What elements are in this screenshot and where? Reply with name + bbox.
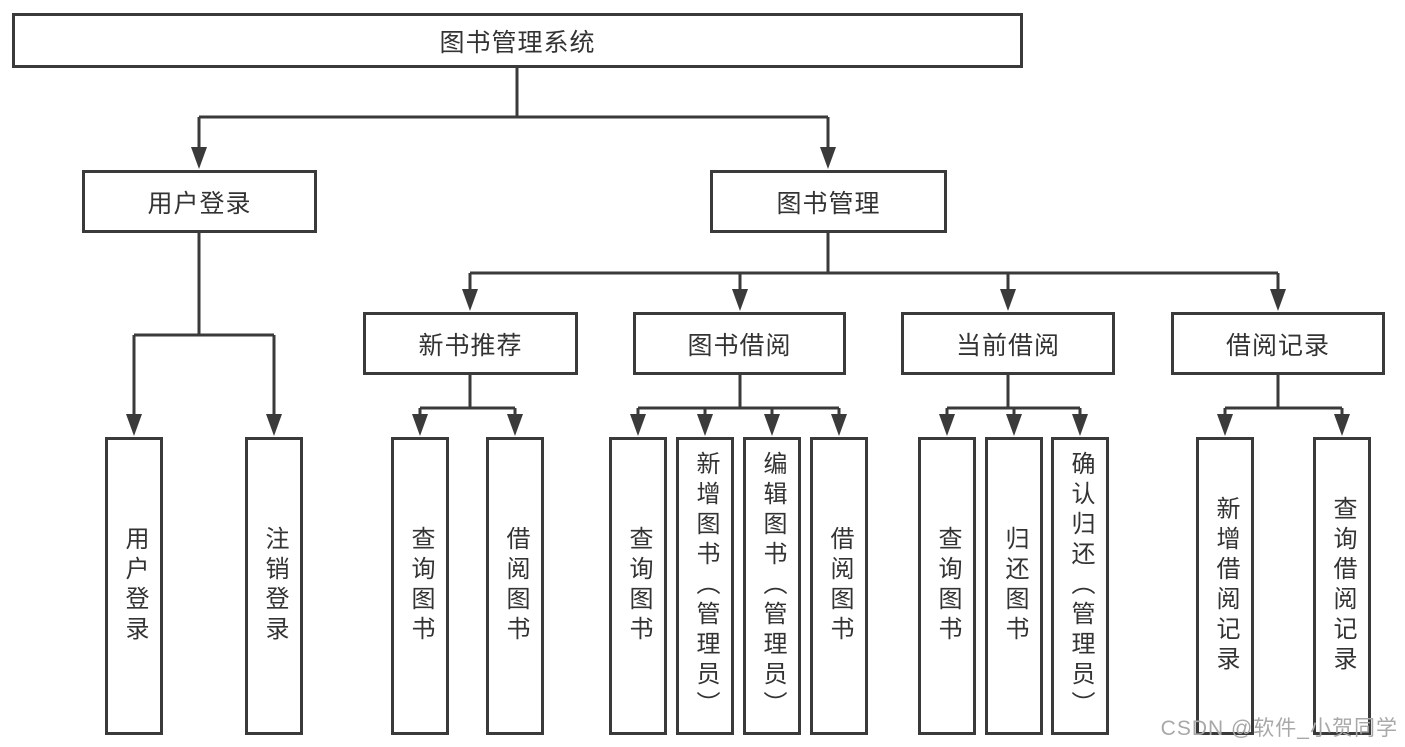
leaf-confirm-return-admin: 确认归还（管理员）: [1051, 437, 1109, 735]
leaf-query-books: 查询图书: [609, 437, 667, 735]
leaf-label: 查询图书: [407, 526, 434, 646]
leaf-query-borrow-record: 查询借阅记录: [1313, 437, 1371, 735]
leaf-label: 归还图书: [1001, 526, 1028, 646]
node-label: 新书推荐: [418, 331, 523, 360]
leaf-label: 新增图书（管理员）: [692, 451, 719, 721]
leaf-label: 查询图书: [625, 526, 652, 646]
leaf-edit-books-admin: 编辑图书（管理员）: [743, 437, 801, 735]
watermark: CSDN @软件_小贺同学: [1160, 717, 1398, 740]
node-label: 借阅记录: [1225, 331, 1330, 360]
leaf-logout: 注销登录: [245, 437, 303, 735]
leaf-label: 编辑图书（管理员）: [759, 451, 786, 721]
node-borrowing-records: 借阅记录: [1171, 312, 1385, 375]
leaf-label: 确认归还（管理员）: [1067, 451, 1094, 721]
leaf-label: 新增借阅记录: [1212, 496, 1239, 676]
node-current-borrowing: 当前借阅: [901, 312, 1115, 375]
leaf-label: 注销登录: [261, 526, 288, 646]
leaf-borrow-books: 借阅图书: [486, 437, 544, 735]
node-label: 用户登录: [147, 189, 252, 218]
leaf-label: 查询借阅记录: [1329, 496, 1356, 676]
leaf-query-books: 查询图书: [391, 437, 449, 735]
leaf-query-books: 查询图书: [918, 437, 976, 735]
leaf-add-borrow-record: 新增借阅记录: [1196, 437, 1254, 735]
node-book-management: 图书管理: [710, 170, 947, 233]
node-user-login: 用户登录: [82, 170, 317, 233]
node-label: 图书管理系统: [439, 28, 596, 57]
node-library-management-system: 图书管理系统: [12, 13, 1023, 68]
leaf-label: 查询图书: [934, 526, 961, 646]
leaf-borrow-books: 借阅图书: [810, 437, 868, 735]
leaf-return-books: 归还图书: [985, 437, 1043, 735]
leaf-user-login: 用户登录: [105, 437, 163, 735]
node-book-borrowing: 图书借阅: [633, 312, 846, 375]
leaf-label: 借阅图书: [826, 526, 853, 646]
leaf-label: 用户登录: [121, 526, 148, 646]
node-label: 图书借阅: [687, 331, 792, 360]
node-label: 当前借阅: [955, 331, 1060, 360]
arrowheads: [126, 147, 1350, 436]
node-label: 图书管理: [776, 189, 881, 218]
leaf-label: 借阅图书: [502, 526, 529, 646]
node-new-book-recommendation: 新书推荐: [363, 312, 578, 375]
leaf-add-books-admin: 新增图书（管理员）: [676, 437, 734, 735]
